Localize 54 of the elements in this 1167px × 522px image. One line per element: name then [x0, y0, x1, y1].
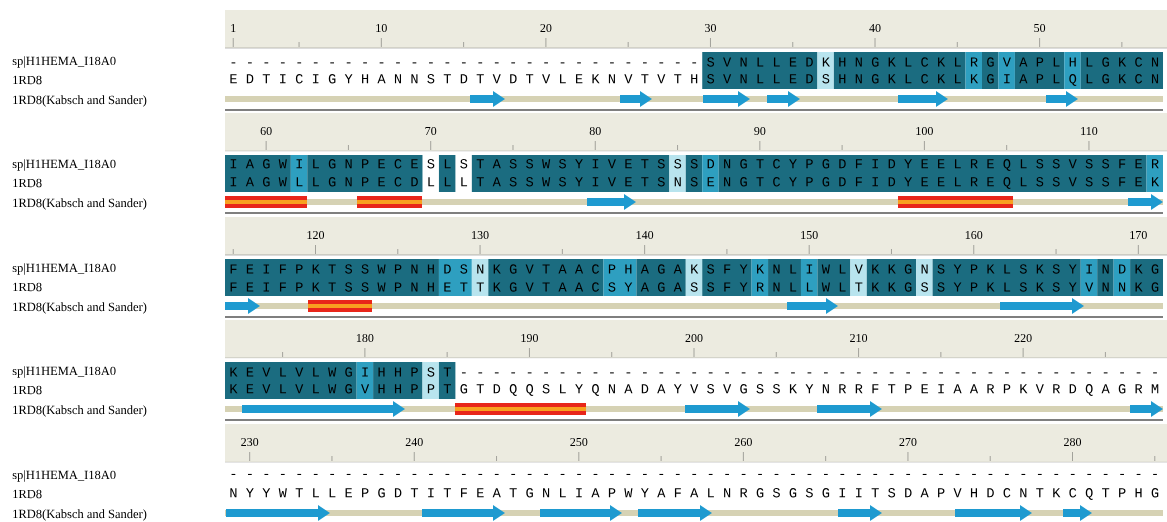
ruler-number: 80 [589, 126, 601, 136]
sequence-text: I A G W I L G N P E C E S L S T A S S W S Y I V E T S S S D N G T C Y P G D F I D Y E E L R E Q L S S V S S F E R [230, 159, 1159, 171]
sequence-text: I A G W L L G N P E C D L L L T A S S W S Y I V E T S N S E N G T C Y P G D F I D Y E E L R E Q L S S V S S F E K [230, 177, 1160, 189]
ruler-number: 260 [734, 437, 752, 447]
sequence-text: - - - - - - - - - - - - - - - - - - - - - - - - - - - - - - - - - - - - - - - - - - - - - - - - - - - - - - - - - [231, 473, 1157, 475]
ruler-number: 250 [570, 437, 588, 447]
ruler-number: 50 [1034, 23, 1046, 33]
ruler-number: 40 [869, 23, 881, 33]
ruler-number: 210 [850, 333, 868, 343]
ruler-number: 220 [1014, 333, 1032, 343]
sequence-text: E D T I C I G Y H A N N S T D T V D T V L E K N V T V T H S V N L L E D S H N G K L C K L K G I A P L Q L G K C N [230, 74, 1159, 86]
ruler-number: 240 [405, 437, 423, 447]
ruler-number: 120 [307, 230, 325, 240]
sequence-name: 1RD8 [13, 385, 42, 395]
sequence-text: N Y Y W T L L E P G D T I T F E A T G N L I A P W Y A F A L N R G S G S G I I T S D A P V H D C N T K C Q T P H G [230, 488, 1159, 500]
sequence-name: 1RD8 [13, 75, 42, 85]
ruler-number: 110 [1081, 126, 1098, 136]
ruler-number: 30 [705, 23, 716, 33]
sequence-name: 1RD8(Kabsch and Sander) [13, 198, 147, 210]
sequence-name: 1RD8(Kabsch and Sander) [13, 509, 147, 521]
sequence-text: K E V L V L W G V H H P P T G T D Q Q S L Y Q N A D A Y V S V G S S K Y N R R F T P E I A A R P K V R D Q A G R M [230, 384, 1159, 396]
sequence-name: 1RD8 [13, 489, 42, 499]
sequence-name: 1RD8 [13, 178, 42, 188]
ruler-number: 90 [754, 126, 766, 136]
sequence-text: F E I F P K T S S W P N H D S N K G V T A A C P H A G A K S F Y K N L I W L V K K G N S Y P K L S K S Y I N D K G [230, 264, 1159, 274]
sequence-text: F E I F P K T S S W P N H E T T K G V T A A C S Y A G A S S F Y R N L L W L T K K G S S Y P K L S K S Y V N N K G [230, 282, 1159, 292]
sequence-text: K E V L V L W G I H H P S T - - - - - - - - - - - - - - - - - - - - - - - - - - - - - - - - - - - - - - - - - - - [230, 367, 1157, 377]
ruler-number: 100 [916, 126, 933, 136]
ruler-number: 190 [521, 333, 538, 343]
ruler-number: 1 [231, 24, 236, 32]
sequence-name: 1RD8(Kabsch and Sander) [13, 405, 147, 417]
sequence-name: sp|H1HEMA_I18A0 [12, 263, 116, 275]
ruler-number: 20 [540, 23, 552, 33]
ruler-number: 280 [1064, 437, 1082, 447]
ruler-number: 70 [425, 126, 437, 136]
sequence-text: - - - - - - - - - - - - - - - - - - - - - - - - - - - - - S V N L L E D K H N G K L C K L R G V A P L H L G K C N [231, 57, 1159, 67]
sequence-name: sp|H1HEMA_I18A0 [12, 56, 116, 68]
sequence-name: 1RD8 [13, 282, 42, 292]
ruler-number: 140 [636, 230, 654, 240]
sequence-name: 1RD8(Kabsch and Sander) [13, 302, 147, 314]
ruler-number: 130 [472, 230, 489, 240]
ruler-number: 60 [260, 126, 272, 136]
ruler-number: 150 [801, 230, 818, 240]
ruler-number: 200 [685, 333, 703, 343]
sequence-name: 1RD8(Kabsch and Sander) [13, 95, 147, 107]
ruler-number: 10 [376, 23, 387, 33]
ruler-number: 160 [965, 230, 983, 240]
ruler-number: 230 [241, 437, 259, 447]
sequence-name: sp|H1HEMA_I18A0 [12, 159, 116, 171]
ruler-number: 170 [1130, 230, 1147, 240]
sequence-name: sp|H1HEMA_I18A0 [12, 366, 116, 378]
ruler-number: 180 [356, 333, 374, 343]
ruler-number: 270 [899, 437, 917, 447]
sequence-name: sp|H1HEMA_I18A0 [12, 470, 116, 482]
